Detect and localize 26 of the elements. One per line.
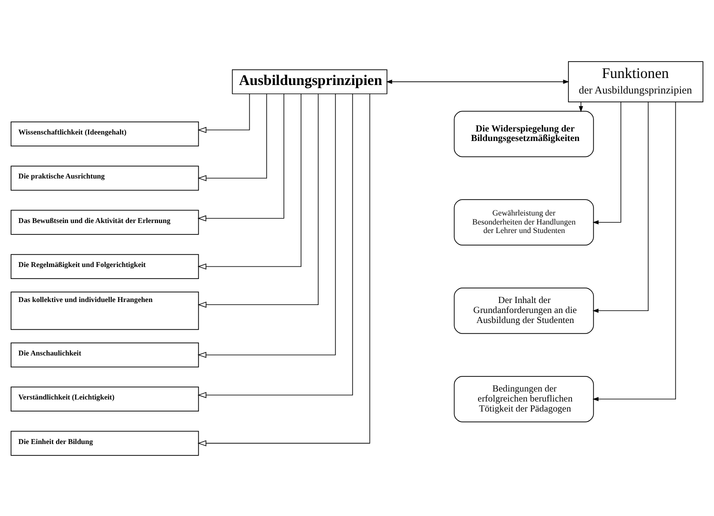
node-box: Ausbildungsprinzipien: [232, 68, 388, 94]
arrow: [592, 101, 676, 401]
arrow: [592, 101, 622, 224]
arrow: [592, 101, 649, 312]
node-box: Die Einheit der Bildung: [10, 430, 199, 456]
node-box: Funktionen der Ausbildungsprinzipien: [568, 60, 704, 102]
arrow: [198, 93, 370, 446]
arrow: [386, 79, 570, 84]
node-box: Das Bewußtsein und die Aktivität der Erlernung: [10, 209, 199, 234]
arrow: [198, 93, 284, 221]
arrow: [198, 93, 319, 308]
node-box: Wissenschaftlichkeit (Ideengehalt): [10, 121, 199, 146]
node-box: Die Widerspiegelung der Bildungsgesetzmäßigkeiten: [454, 110, 594, 157]
node-box: Die praktische Ausrichtung: [10, 165, 199, 190]
arrow: [198, 93, 336, 358]
node-box: Das kollektive und individuelle Hrangehen: [10, 291, 199, 330]
node-box: Bedingungen der erfolgreichen beruflichen Tötigkeit der Pädagogen: [454, 375, 594, 422]
arrow: [198, 93, 250, 133]
node-box: Verständlichkeit (Leichtigkeit): [10, 386, 199, 411]
arrow: [198, 93, 353, 398]
node-box: Die Regelmäßigkeit und Folgerichtigkeit: [10, 254, 199, 278]
arrow: [198, 93, 267, 181]
arrow: [578, 101, 584, 112]
arrow: [198, 93, 302, 270]
node-box: Die Anschaulichkeit: [10, 342, 199, 367]
node-box: Der Inhalt der Grundanforderungen an die Ausbildung der Studenten: [454, 287, 594, 334]
